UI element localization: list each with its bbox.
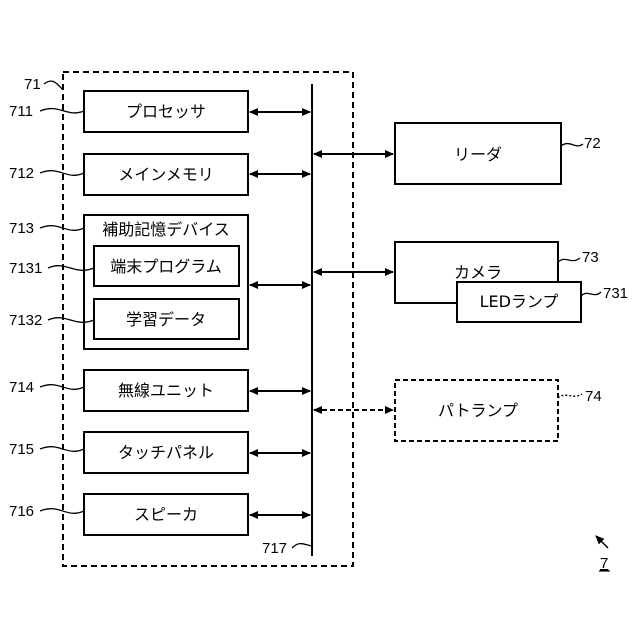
led-lamp-leader (581, 292, 601, 296)
patlamp-leader (558, 394, 582, 398)
figure-ref: 7 (600, 555, 608, 572)
main-memory-ref: 712 (9, 165, 34, 182)
speaker-ref: 716 (9, 503, 34, 520)
speaker-label: スピーカ (134, 505, 198, 524)
reader-ref: 72 (584, 135, 601, 152)
bus-leader (292, 544, 312, 548)
figure-ref-arrow (596, 536, 608, 548)
main-memory-label: メインメモリ (118, 165, 214, 184)
touch-panel-ref: 715 (9, 441, 34, 458)
led-lamp-ref: 731 (603, 285, 628, 302)
camera-leader (558, 258, 580, 262)
terminal-ref: 71 (24, 76, 41, 93)
led-lamp-label: LEDランプ (480, 292, 559, 311)
patlamp-ref: 74 (585, 388, 602, 405)
touch-panel-label: タッチパネル (118, 443, 214, 462)
terminal-program-label: 端末プログラム (110, 257, 222, 276)
camera-ref: 73 (582, 249, 599, 266)
learning-data-label: 学習データ (126, 310, 206, 329)
patlamp-label: パトランプ (438, 401, 518, 420)
terminal-leader (44, 81, 63, 90)
terminal-program-ref: 7131 (9, 260, 42, 277)
aux-storage-ref: 713 (9, 220, 34, 237)
camera-label: カメラ (454, 263, 502, 282)
reader-leader (561, 144, 583, 146)
bus-ref: 717 (262, 540, 287, 557)
processor-label: プロセッサ (126, 102, 206, 121)
learning-data-ref: 7132 (9, 312, 42, 329)
reader-label: リーダ (454, 145, 502, 164)
wireless-unit-label: 無線ユニット (118, 381, 214, 400)
wireless-unit-ref: 714 (9, 379, 34, 396)
processor-ref: 711 (9, 103, 33, 120)
aux-storage-label: 補助記憶デバイス (102, 220, 230, 239)
